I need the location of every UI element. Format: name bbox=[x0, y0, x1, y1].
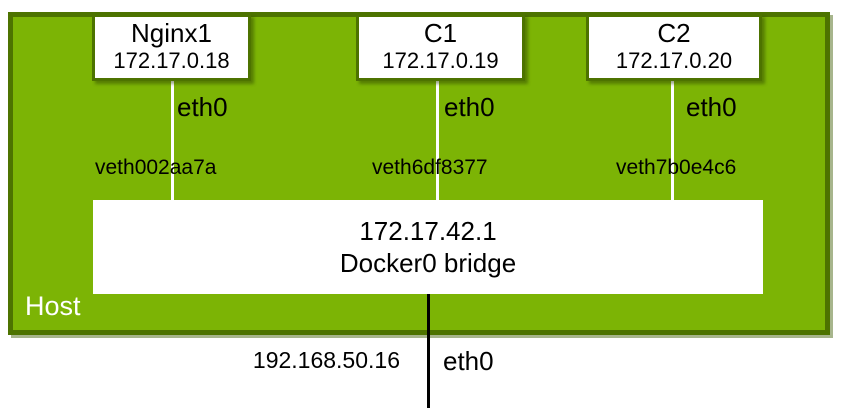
connector-bridge-to-host-eth0 bbox=[427, 294, 430, 408]
host-nic-ip: 192.168.50.16 bbox=[252, 347, 400, 373]
container-name: Nginx1 bbox=[131, 18, 212, 48]
veth-label-c2: veth7b0e4c6 bbox=[616, 156, 737, 179]
docker0-bridge-box: 172.17.42.1 Docker0 bridge bbox=[93, 200, 763, 294]
veth-label-c1: veth6df8377 bbox=[372, 156, 488, 179]
host-nic-interface-label: eth0 bbox=[443, 346, 494, 376]
connector-nginx1-to-bridge bbox=[171, 81, 174, 200]
interface-label-c1-eth0: eth0 bbox=[444, 92, 495, 122]
container-ip: 172.17.0.19 bbox=[382, 48, 499, 74]
interface-label-nginx1-eth0: eth0 bbox=[177, 92, 228, 122]
host-label: Host bbox=[25, 291, 81, 321]
container-ip: 172.17.0.18 bbox=[113, 48, 230, 74]
container-node-c2: C2 172.17.0.20 bbox=[586, 14, 762, 81]
connector-c2-to-bridge bbox=[671, 81, 674, 200]
interface-label-c2-eth0: eth0 bbox=[686, 92, 737, 122]
container-node-c1: C1 172.17.0.19 bbox=[356, 14, 525, 81]
connector-c1-to-bridge bbox=[436, 81, 439, 200]
bridge-name: Docker0 bridge bbox=[339, 248, 517, 278]
veth-label-nginx1: veth002aa7a bbox=[95, 156, 217, 179]
bridge-ip: 172.17.42.1 bbox=[359, 215, 497, 246]
container-ip: 172.17.0.20 bbox=[615, 48, 733, 74]
container-name: C2 bbox=[657, 18, 691, 48]
container-name: C1 bbox=[423, 18, 458, 48]
container-node-nginx1: Nginx1 172.17.0.18 bbox=[92, 14, 251, 81]
